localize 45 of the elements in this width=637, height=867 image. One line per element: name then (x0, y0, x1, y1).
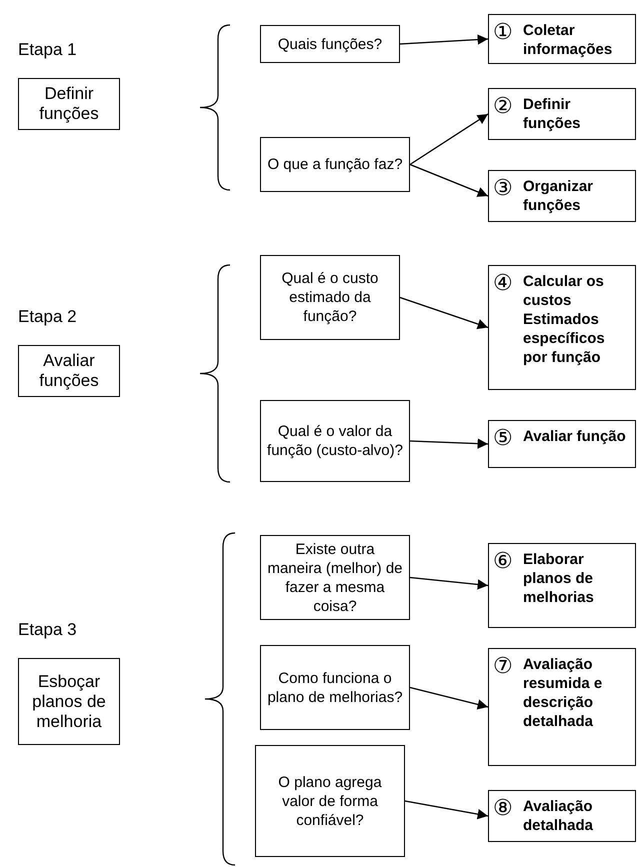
stage-box: Definir funções (18, 78, 120, 130)
step-text: Calcular os custos Estimados específicos por função (523, 272, 606, 367)
stage-box: Esboçar planos de melhoria (18, 658, 120, 745)
step-text: Elaborar planos de melhorias (523, 550, 595, 607)
step-number: ④ (493, 272, 513, 294)
step-box (488, 14, 636, 64)
stage-label: Etapa 2 (18, 307, 77, 327)
step-number: ⑦ (493, 655, 513, 677)
stage-label: Etapa 1 (18, 40, 77, 60)
question-box: O que a função faz? (260, 137, 410, 192)
step-box (488, 265, 636, 390)
step-number: ⑧ (493, 797, 513, 819)
arrow (410, 438, 488, 449)
arrow (400, 296, 488, 330)
step-box (488, 648, 636, 766)
stage-box: Avaliar funções (18, 345, 120, 397)
arrow (410, 686, 488, 710)
question-box: Quais funções? (260, 25, 400, 63)
step-text: Definir funções (523, 95, 582, 133)
step-number: ① (493, 21, 513, 43)
step-box (488, 170, 636, 222)
step-text: Coletar informações (523, 21, 614, 59)
step-text: Avaliação detalhada (523, 797, 594, 835)
stage-label: Etapa 3 (18, 620, 77, 640)
step-number: ② (493, 95, 513, 117)
step-number: ⑤ (493, 427, 513, 449)
step-box (488, 420, 636, 468)
question-box: Qual é o custo estimado da função? (260, 255, 400, 340)
arrow (404, 800, 488, 820)
question-box: Como funciona o plano de melhorias? (260, 645, 410, 730)
question-box: O plano agrega valor de forma confiável? (255, 745, 405, 857)
question-box: Qual é o valor da função (custo-alvo)? (260, 400, 410, 482)
arrow (410, 113, 488, 166)
step-number: ⑥ (493, 550, 513, 572)
arrow (410, 576, 488, 590)
step-text: Avaliar função (523, 427, 626, 446)
step-box (488, 543, 636, 628)
arrow (400, 34, 488, 45)
step-box (488, 790, 636, 842)
step-text: Avaliação resumida e descrição detalhada (523, 655, 604, 731)
step-box (488, 88, 636, 140)
question-box: Existe outra maneira (melhor) de fazer a mesma coisa? (260, 535, 410, 620)
step-text: Organizar funções (523, 177, 594, 215)
step-number: ③ (493, 177, 513, 199)
arrow (410, 164, 488, 197)
